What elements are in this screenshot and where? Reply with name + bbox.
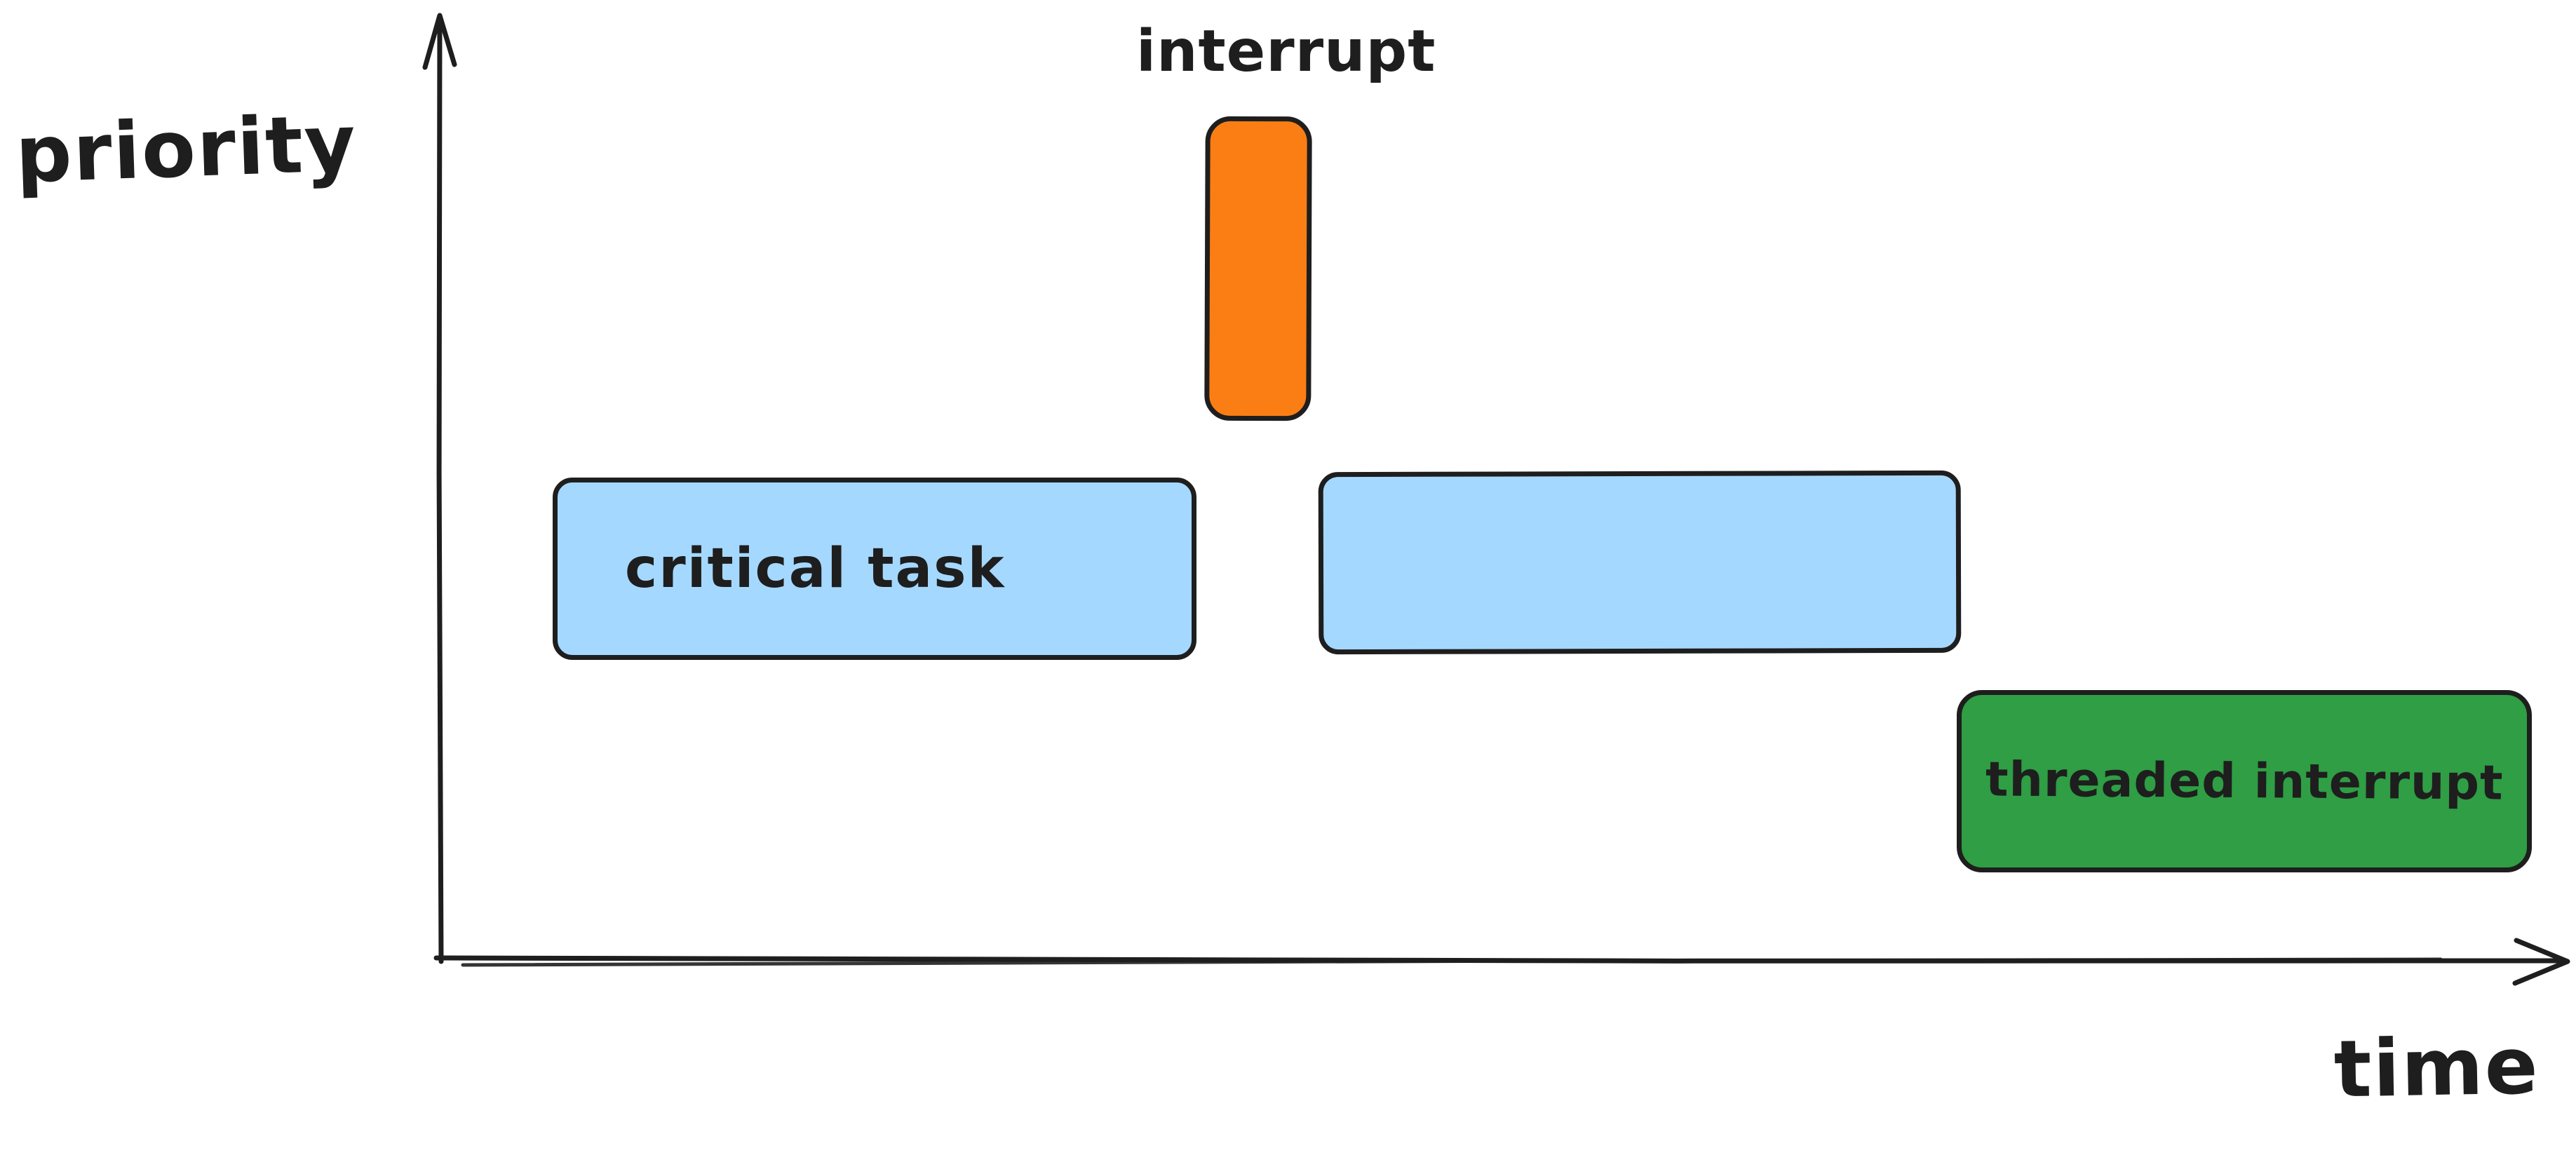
critical-task-box-continued — [1318, 470, 1962, 655]
threaded-interrupt-box: threaded interrupt — [1957, 690, 2532, 872]
interrupt-box — [1204, 116, 1312, 421]
critical-task-label: critical task — [625, 537, 1006, 600]
x-axis-label: time — [2333, 1020, 2540, 1116]
y-axis-arrowhead — [422, 13, 457, 70]
critical-task-box: critical task — [553, 478, 1196, 660]
y-axis-line — [436, 18, 444, 964]
y-axis-label: priority — [13, 97, 359, 201]
x-axis-arrowhead — [2512, 938, 2570, 986]
x-axis-line-overdraw — [461, 957, 2443, 967]
interrupt-label: interrupt — [1136, 18, 1436, 85]
threaded-interrupt-label: threaded interrupt — [1985, 751, 2504, 811]
